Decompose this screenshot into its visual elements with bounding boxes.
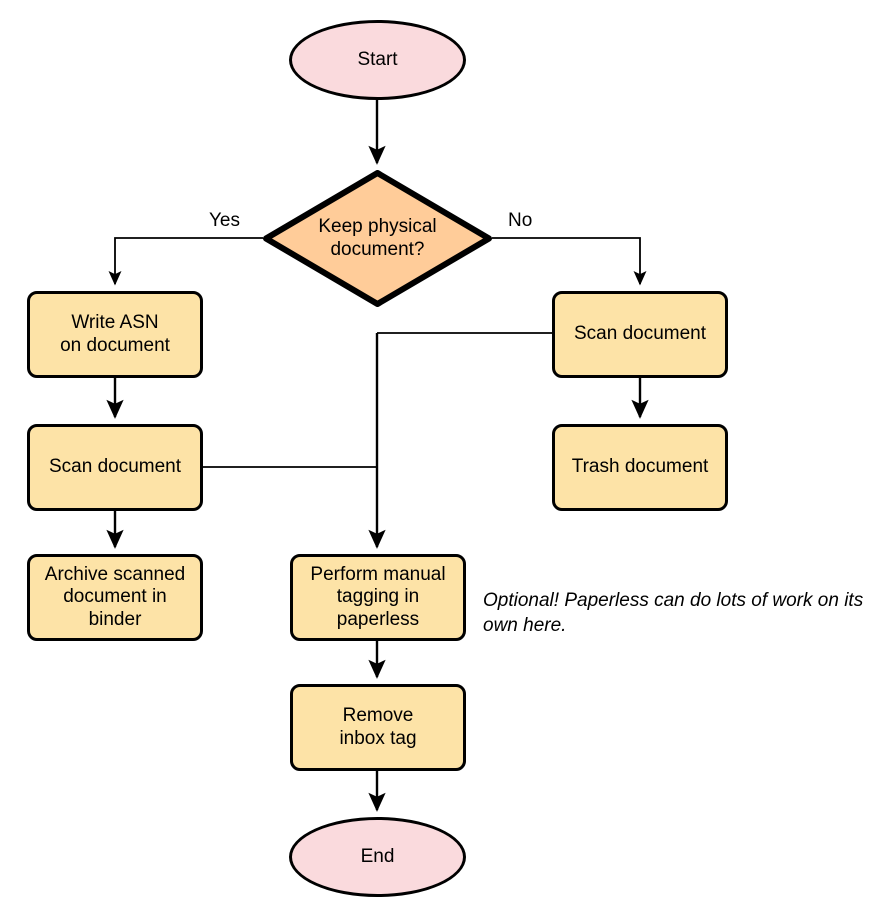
- node-scan-document-left-label: Scan document: [48, 456, 182, 478]
- node-archive-label: Archive scanned document in binder: [44, 564, 186, 630]
- node-trash-document-label: Trash document: [571, 456, 709, 478]
- edge-label-yes-text: Yes: [209, 210, 240, 231]
- node-remove-inbox-tag[interactable]: Remove inbox tag: [290, 684, 466, 771]
- node-scan-document-right[interactable]: Scan document: [552, 291, 728, 378]
- node-scan-document-left[interactable]: Scan document: [27, 424, 203, 511]
- diamond-shape-icon: [263, 170, 492, 307]
- node-decision-keep-physical-document[interactable]: Keep physical document?: [263, 170, 492, 307]
- node-start-label: Start: [357, 48, 398, 70]
- node-write-asn-on-document[interactable]: Write ASN on document: [27, 291, 203, 378]
- edge-label-no: No: [508, 210, 532, 232]
- node-archive-scanned-document[interactable]: Archive scanned document in binder: [27, 554, 203, 641]
- node-end[interactable]: End: [289, 817, 466, 897]
- node-decision-label: Keep physical document?: [318, 216, 437, 260]
- edge-label-yes: Yes: [209, 210, 240, 232]
- annotation-optional-note: Optional! Paperless can do lots of work …: [483, 589, 883, 638]
- node-manual-tagging-label: Perform manual tagging in paperless: [310, 564, 446, 630]
- edge-decision-no-to-scan-right: [492, 237, 647, 286]
- annotation-optional-note-text: Optional! Paperless can do lots of work …: [483, 590, 864, 636]
- node-trash-document[interactable]: Trash document: [552, 424, 728, 511]
- node-scan-document-right-label: Scan document: [573, 323, 707, 345]
- node-start[interactable]: Start: [289, 20, 466, 100]
- node-perform-manual-tagging[interactable]: Perform manual tagging in paperless: [290, 554, 466, 641]
- node-remove-inbox-tag-label: Remove inbox tag: [339, 705, 417, 749]
- node-end-label: End: [360, 845, 395, 867]
- edge-label-no-text: No: [508, 210, 533, 231]
- edge-decision-yes-to-write-asn: [108, 237, 263, 286]
- node-write-asn-label: Write ASN on document: [60, 312, 170, 356]
